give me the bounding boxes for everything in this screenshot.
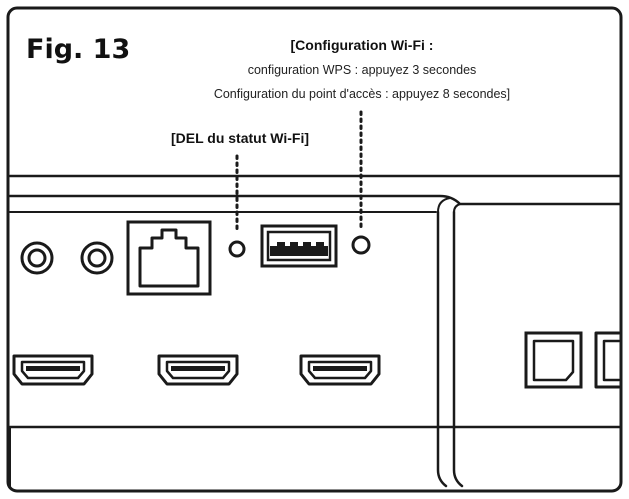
device-body (8, 174, 623, 488)
wifi-config-ap-line: Configuration du point d'accès : appuyez… (214, 87, 510, 101)
usb-port-icon (260, 224, 338, 268)
hdmi-port-icon (299, 354, 381, 386)
wifi-config-button-icon (351, 235, 371, 255)
figure-label: Fig. 13 (26, 34, 130, 65)
wifi-led-heading: [DEL du statut Wi-Fi] (171, 130, 309, 146)
optical-port-icon (594, 331, 621, 389)
hdmi-port-icon (157, 354, 239, 386)
status-led-icon (228, 240, 246, 258)
ethernet-port-icon (126, 220, 212, 296)
round-jack-icon (20, 241, 54, 275)
optical-port-icon (524, 331, 583, 389)
wifi-config-wps-line: configuration WPS : appuyez 3 secondes (248, 63, 477, 77)
round-jack-icon (80, 241, 114, 275)
hdmi-port-icon (12, 354, 94, 386)
wifi-config-heading: [Configuration Wi-Fi : (291, 37, 434, 53)
